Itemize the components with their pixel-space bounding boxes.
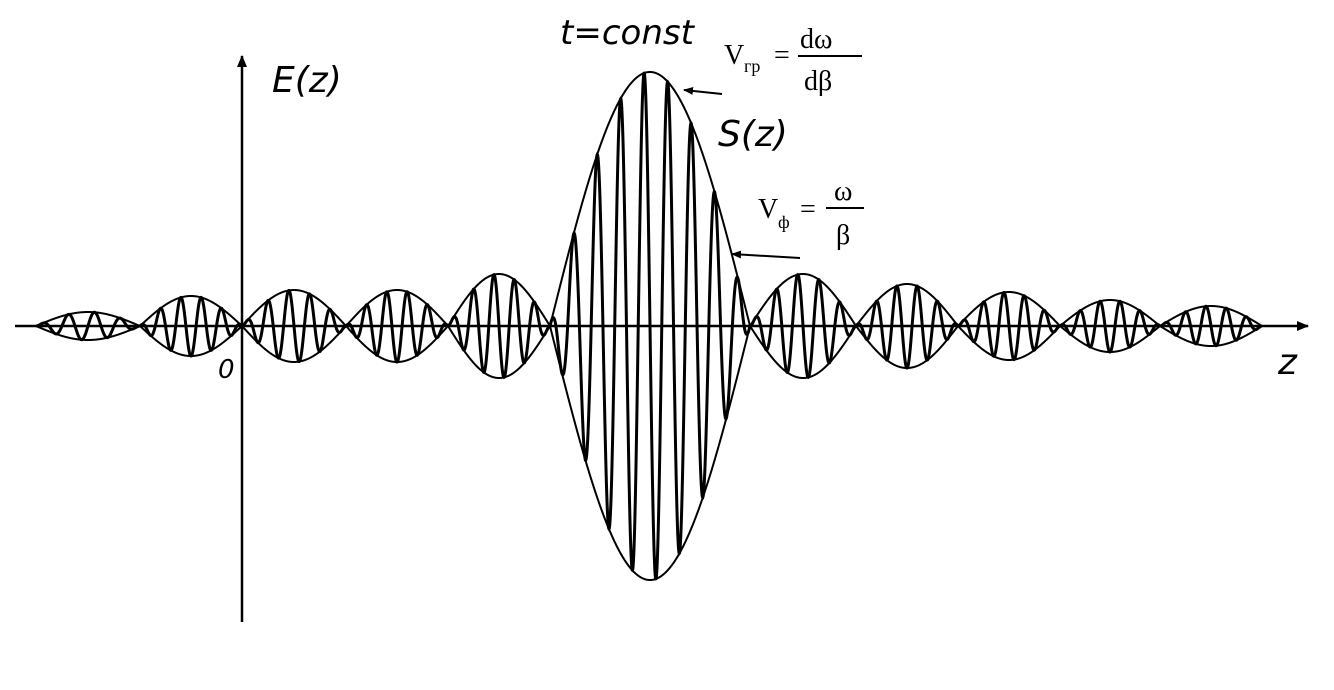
carrier-wave (344, 290, 450, 364)
envelope-lower (749, 325, 857, 379)
phase-velocity-pointer (731, 250, 801, 259)
phase-velocity-formula: V ф = ω β (758, 176, 864, 251)
group-velocity-denominator: dβ (804, 66, 832, 97)
envelope-upper (1059, 299, 1161, 327)
group-velocity-subscript: гр (744, 56, 760, 76)
envelope-lower (241, 325, 347, 363)
group-velocity-pointer (683, 86, 723, 95)
x-axis-label: z (1277, 342, 1298, 383)
phase-velocity-denominator: β (836, 220, 850, 251)
envelope-lower (447, 325, 551, 379)
carrier-wave (1059, 299, 1161, 354)
y-axis-label: E(z) (272, 60, 342, 101)
group-velocity-numerator: dω (800, 24, 832, 55)
phase-velocity-symbol: V (758, 194, 778, 225)
group-velocity-formula: V гр = dω dβ (724, 24, 862, 97)
phase-velocity-numerator: ω (834, 176, 852, 207)
carrier-wave (854, 284, 960, 370)
envelope-label: S(z) (718, 114, 788, 155)
envelope-upper (139, 295, 243, 327)
envelope-upper (855, 283, 959, 327)
diagram-title: t=const (560, 13, 696, 53)
origin-label: 0 (218, 355, 235, 385)
envelope-lower (957, 325, 1061, 361)
phase-velocity-subscript: ф (778, 212, 790, 232)
envelope-upper (957, 291, 1061, 327)
envelope-upper (345, 289, 449, 327)
carrier-wave (138, 295, 244, 358)
phase-velocity-equals: = (800, 194, 816, 225)
envelope-upper (749, 273, 857, 327)
envelope-upper (447, 273, 551, 327)
group-velocity-equals: = (774, 40, 790, 71)
envelope-upper (241, 289, 347, 327)
group-velocity-symbol: V (724, 40, 744, 71)
